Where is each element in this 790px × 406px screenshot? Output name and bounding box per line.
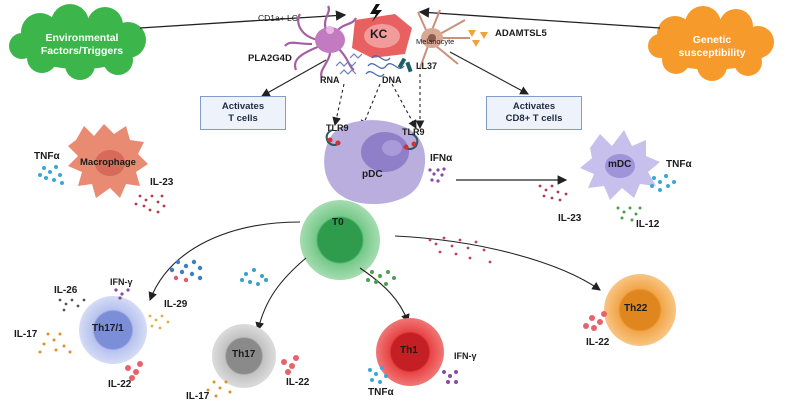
th1-cell bbox=[376, 318, 444, 386]
th17-1-il17-dots bbox=[38, 332, 72, 354]
arrow-t0-to-th17-1 bbox=[148, 221, 301, 302]
tlr9-right-label: TLR9 bbox=[402, 127, 425, 137]
arrow-dna-to-tlr9 bbox=[391, 83, 417, 129]
mdc-il12-dots bbox=[616, 206, 642, 222]
tlr9-left-icon bbox=[325, 129, 341, 146]
mdc-tnfa-label: TNFα bbox=[666, 159, 692, 170]
activates-t-cells-box: Activates T cells bbox=[200, 96, 286, 130]
th22-il22-label: IL-22 bbox=[586, 337, 610, 348]
mdc-cell bbox=[580, 130, 660, 200]
macrophage-tnfa-dots bbox=[38, 165, 64, 185]
tlr9-left-label: TLR9 bbox=[326, 123, 349, 133]
th17-arrow-cytokines bbox=[240, 268, 268, 286]
rna-label: RNA bbox=[320, 75, 340, 85]
lc-label: CD1a+ LC bbox=[258, 13, 298, 23]
lightning-icon bbox=[370, 4, 382, 22]
kc-nucleus bbox=[364, 24, 400, 48]
th22-label: Th22 bbox=[624, 303, 648, 314]
pdc-cell bbox=[324, 120, 426, 205]
arrow-melanocyte-to-cd8 bbox=[449, 51, 529, 95]
environmental-factors-cloud bbox=[9, 4, 146, 80]
th17-il17-dots bbox=[206, 380, 232, 398]
mdc-il23-dots bbox=[538, 184, 568, 202]
macrophage-tnfa-label: TNFα bbox=[34, 151, 60, 162]
th17-label: Th17 bbox=[232, 349, 256, 360]
th17-1-il26-dots bbox=[58, 298, 86, 312]
th17-1-il22-label: IL-22 bbox=[108, 379, 132, 390]
arrow-dna-to-pdc bbox=[360, 83, 381, 130]
th1-arrow-cytokines bbox=[366, 270, 396, 286]
mdc-il23-label: IL-23 bbox=[558, 213, 582, 224]
langerhans-cell-body bbox=[315, 27, 345, 53]
th17-1-label: Th17/1 bbox=[92, 323, 124, 334]
melanocyte-label: Melanocyte bbox=[416, 37, 455, 46]
th17-il22-label: IL-22 bbox=[286, 377, 310, 388]
il29-label: IL-29 bbox=[164, 299, 188, 310]
th17-1-il17-label: IL-17 bbox=[14, 329, 38, 340]
t0-cell bbox=[300, 200, 380, 280]
th22-arrow-cytokines bbox=[428, 236, 492, 264]
th1-tnfa-dots bbox=[368, 366, 388, 384]
arrow-lc-to-activates-t bbox=[261, 59, 327, 97]
genetic-susceptibility-cloud bbox=[648, 6, 774, 81]
th17-cell bbox=[212, 324, 276, 388]
th22-cell bbox=[604, 274, 676, 346]
ifna-label: IFNα bbox=[430, 153, 453, 164]
th17-1-ifng-label: IFN-γ bbox=[110, 277, 133, 287]
arrow-t0-to-th22 bbox=[394, 235, 601, 291]
th1-label: Th1 bbox=[400, 345, 418, 356]
mdc-tnfa-dots bbox=[650, 174, 676, 192]
th17-1-arrow-cytokines bbox=[169, 259, 203, 283]
il26-label: IL-26 bbox=[54, 285, 78, 296]
langerhans-nucleus bbox=[326, 26, 334, 34]
dna-strands bbox=[365, 55, 405, 77]
macrophage-cell bbox=[68, 124, 148, 198]
th17-1-il29-dots bbox=[148, 314, 170, 330]
arrow-rna-to-tlr9 bbox=[332, 83, 345, 127]
ll37-label: LL37 bbox=[416, 61, 438, 71]
il12-label: IL-12 bbox=[636, 219, 660, 230]
t0-label: T0 bbox=[332, 217, 344, 228]
genetic-susceptibility-label: Genetic susceptibility bbox=[678, 34, 746, 60]
mdc-label: mDC bbox=[608, 159, 632, 170]
th1-ifng-dots bbox=[442, 370, 458, 384]
pla2g4d-label: PLA2G4D bbox=[248, 53, 292, 64]
kc-label: KC bbox=[370, 27, 388, 41]
environmental-factors-label: Environmental Factors/Triggers bbox=[40, 32, 124, 58]
rna-strands bbox=[335, 53, 363, 75]
arrow-t0-to-th1 bbox=[359, 267, 410, 324]
ifna-dots bbox=[428, 167, 446, 183]
th17-il17-label: IL-17 bbox=[186, 391, 210, 402]
th22-il22-dots bbox=[583, 311, 607, 331]
dna-label: DNA bbox=[382, 75, 402, 85]
arrow-genetic-to-kc bbox=[418, 7, 661, 29]
macrophage-il23-label: IL-23 bbox=[150, 177, 174, 188]
th17-1-ifng-dots bbox=[114, 288, 130, 300]
th1-ifng-label: IFN-γ bbox=[454, 351, 477, 361]
th17-1-il22-dots bbox=[125, 361, 143, 381]
adamtsl5-label: ADAMTSL5 bbox=[495, 28, 547, 39]
langerhans-cell bbox=[284, 5, 357, 79]
th17-1-cell bbox=[79, 296, 147, 364]
macrophage-il23-dots bbox=[134, 194, 166, 214]
ll37-icon bbox=[397, 57, 413, 73]
melanocyte-nucleus bbox=[428, 34, 436, 42]
arrow-env-to-kc bbox=[139, 10, 347, 29]
melanocyte bbox=[417, 9, 470, 69]
activates-t-cells-text: Activates T cells bbox=[221, 101, 265, 124]
pdc-label: pDC bbox=[362, 169, 383, 180]
tlr9-right-icon bbox=[403, 133, 419, 150]
macrophage-label: Macrophage bbox=[80, 157, 136, 168]
arrow-t0-to-th17 bbox=[255, 257, 307, 332]
adamtsl5-triangles bbox=[468, 30, 488, 47]
th17-il22-dots bbox=[281, 355, 299, 375]
activates-cd8-box: Activates CD8+ T cells bbox=[486, 96, 582, 130]
activates-cd8-text: Activates CD8+ T cells bbox=[505, 101, 563, 124]
th1-tnfa-label: TNFα bbox=[368, 387, 394, 398]
